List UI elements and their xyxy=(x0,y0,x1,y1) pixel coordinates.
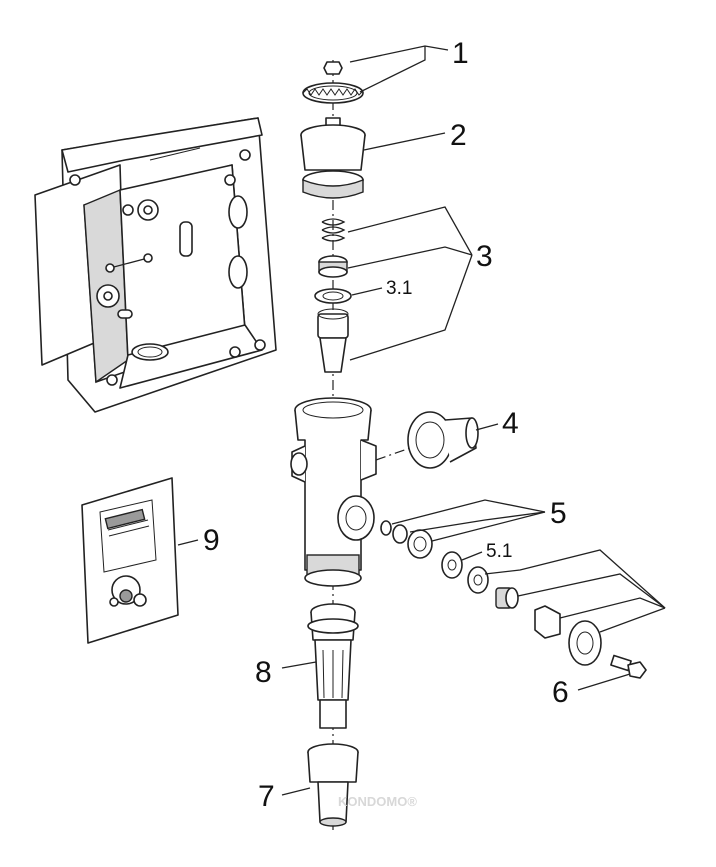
part-2-cover xyxy=(300,117,366,199)
label-2: 2 xyxy=(450,119,467,152)
label-4: 4 xyxy=(502,407,519,440)
accessory-bag xyxy=(81,477,179,644)
part-8-lower-fitting xyxy=(307,603,359,729)
label-1: 1 xyxy=(452,37,469,70)
leader-lines xyxy=(177,45,666,796)
part-5-valve-parts xyxy=(380,520,602,666)
label-5-1: 5.1 xyxy=(486,541,512,562)
part-7-nipple xyxy=(307,743,359,827)
part-3-cartridge xyxy=(314,218,352,373)
watermark: KONDOMO® xyxy=(338,794,417,809)
part-4-union-nut xyxy=(375,411,479,469)
label-5: 5 xyxy=(550,497,567,530)
part-1-nut-washer xyxy=(302,61,364,104)
part-6-screw xyxy=(610,654,647,679)
label-3: 3 xyxy=(476,240,493,273)
label-3-1: 3.1 xyxy=(386,278,412,299)
label-7: 7 xyxy=(258,780,275,813)
mounting-box xyxy=(34,117,277,413)
label-9: 9 xyxy=(203,524,220,557)
valve-body xyxy=(290,397,377,587)
label-6: 6 xyxy=(552,676,569,709)
label-8: 8 xyxy=(255,656,272,689)
